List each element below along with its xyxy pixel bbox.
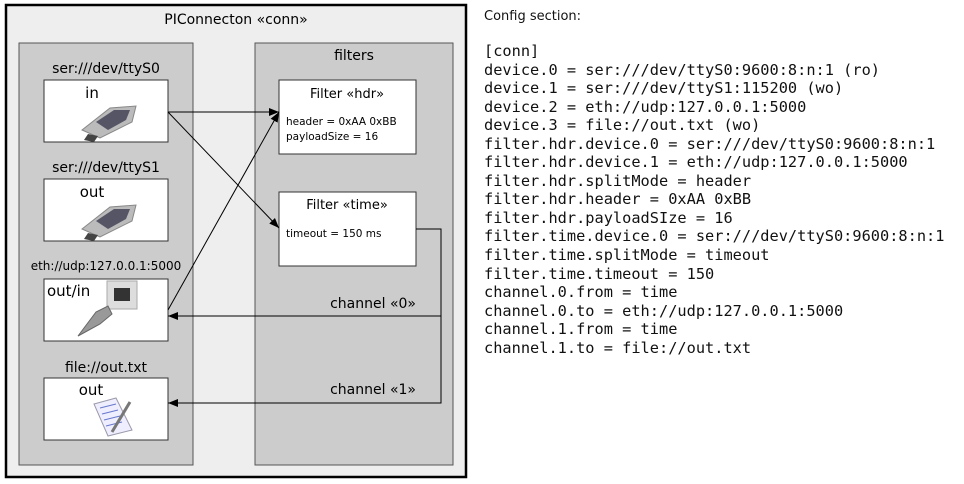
config-line: device.2 = eth://udp:127.0.0.1:5000 bbox=[484, 97, 807, 116]
channel-label-1: channel «1» bbox=[330, 382, 416, 398]
text-file-icon bbox=[93, 397, 133, 437]
device-label: file://out.txt bbox=[65, 360, 148, 376]
config-line: channel.1.to = file://out.txt bbox=[484, 338, 752, 357]
filter-param: header = 0xAA 0xBB bbox=[286, 116, 397, 128]
config-line: filter.hdr.splitMode = header bbox=[484, 171, 752, 190]
serial-port-icon bbox=[81, 204, 137, 241]
config-line: channel.0.from = time bbox=[484, 283, 678, 302]
arrow-ttyS0-to-time bbox=[167, 111, 280, 229]
channel-1-line bbox=[168, 316, 442, 407]
config-line: filter.time.device.0 = ser:///dev/ttyS0:… bbox=[484, 227, 945, 246]
config-line: filter.time.timeout = 150 bbox=[484, 264, 715, 283]
ethernet-port-icon bbox=[77, 280, 138, 337]
device-label: eth://udp:127.0.0.1:5000 bbox=[31, 259, 182, 273]
config-line: filter.hdr.payloadSIze = 16 bbox=[484, 208, 733, 227]
filter-box-hdr[interactable] bbox=[278, 79, 417, 155]
connection-diagram: PIConnecton «conn» filters ser:///dev/tt… bbox=[4, 3, 468, 479]
device-mode: out bbox=[80, 183, 105, 201]
filters-panel-title: filters bbox=[334, 48, 374, 64]
config-line: device.0 = ser:///dev/ttyS0:9600:8:n:1 (… bbox=[484, 60, 881, 79]
serial-port-icon bbox=[81, 105, 137, 142]
config-line: [conn] bbox=[484, 42, 540, 60]
channel-0-line bbox=[168, 228, 442, 320]
device-label: ser:///dev/ttyS1 bbox=[52, 160, 160, 176]
device-mode: out/in bbox=[47, 282, 90, 300]
config-listing: [conn]device.0 = ser:///dev/ttyS0:9600:8… bbox=[484, 42, 944, 357]
config-line: device.3 = file://out.txt (wo) bbox=[484, 116, 761, 135]
config-line: filter.hdr.device.1 = eth://udp:127.0.0.… bbox=[484, 153, 908, 172]
diagram-title: PIConnecton «conn» bbox=[164, 12, 308, 28]
config-line: device.1 = ser:///dev/ttyS1:115200 (wo) bbox=[484, 79, 844, 98]
channel-label-0: channel «0» bbox=[330, 296, 416, 312]
config-title: Config section: bbox=[484, 9, 582, 24]
device-mode: out bbox=[79, 381, 104, 399]
config-line: filter.hdr.header = 0xAA 0xBB bbox=[484, 190, 752, 209]
filter-box-time[interactable] bbox=[278, 191, 417, 267]
arrow-eth-to-hdr bbox=[167, 111, 280, 311]
filter-title: Filter «hdr» bbox=[310, 87, 384, 102]
device-label: ser:///dev/ttyS0 bbox=[52, 61, 160, 77]
config-line: filter.hdr.device.0 = ser:///dev/ttyS0:9… bbox=[484, 134, 936, 153]
filter-param: timeout = 150 ms bbox=[286, 228, 381, 240]
config-line: channel.1.from = time bbox=[484, 320, 678, 339]
config-line: channel.0.to = eth://udp:127.0.0.1:5000 bbox=[484, 301, 844, 320]
filter-param: payloadSize = 16 bbox=[286, 131, 378, 143]
config-line: filter.time.splitMode = timeout bbox=[484, 246, 770, 265]
filter-title: Filter «time» bbox=[306, 198, 388, 213]
device-mode: in bbox=[85, 84, 99, 102]
